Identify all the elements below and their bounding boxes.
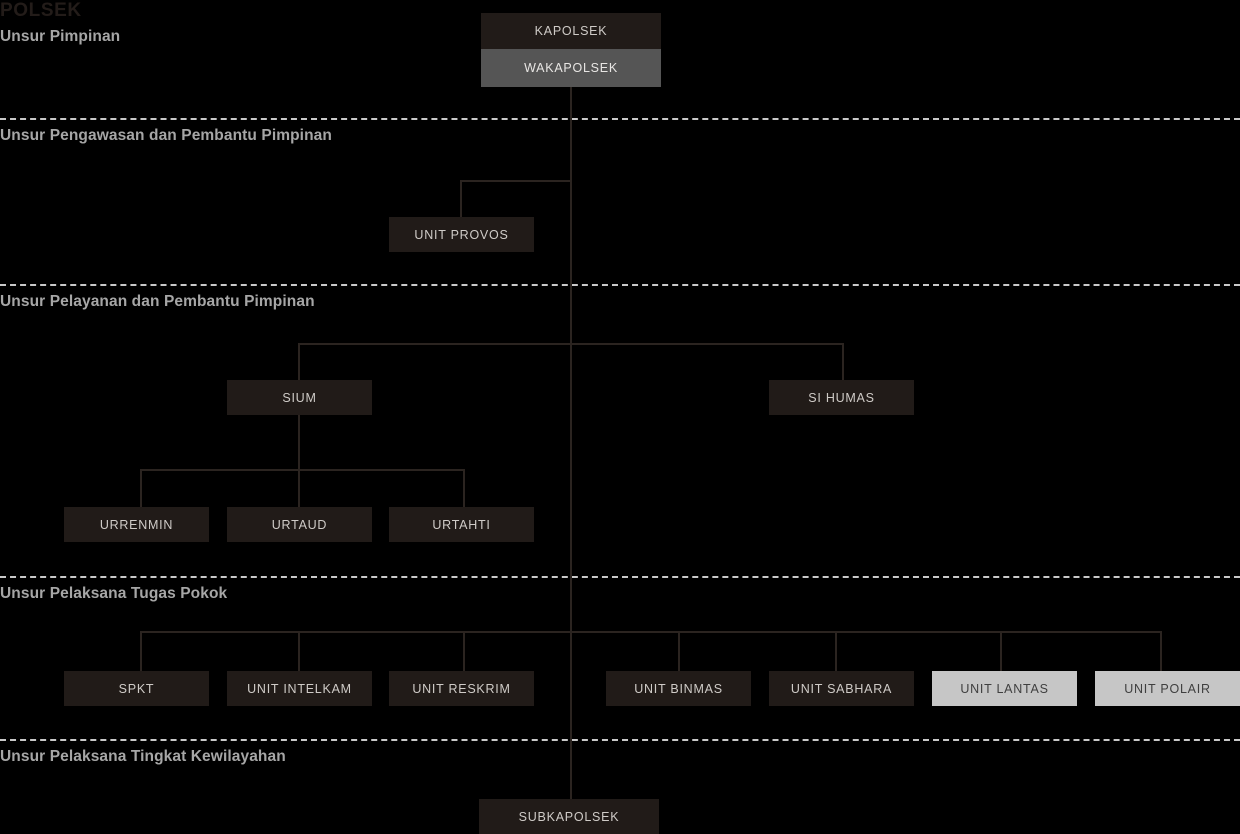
connector-sium-drop (298, 343, 300, 381)
connector-sihumas-drop (842, 343, 844, 381)
connector-provos-vertical (460, 180, 462, 218)
connector-intelkam-drop (298, 631, 300, 671)
node-unit-sabhara[interactable]: UNIT SABHARA (769, 671, 914, 706)
node-urtahti[interactable]: URTAHTI (389, 507, 534, 542)
divider-pengawasan-pelayanan (0, 284, 1240, 286)
section-label-pimpinan: Unsur Pimpinan (0, 28, 121, 45)
connector-reskrim-drop (463, 631, 465, 671)
node-si-humas[interactable]: SI HUMAS (769, 380, 914, 415)
node-wakapolsek[interactable]: WAKAPOLSEK (481, 49, 661, 87)
connector-sabhara-drop (835, 631, 837, 671)
section-label-kewilayahan: Unsur Pelaksana Tingkat Kewilayahan (0, 748, 286, 765)
divider-pelayanan-pelaksana (0, 576, 1240, 578)
section-label-pelaksana: Unsur Pelaksana Tugas Pokok (0, 585, 228, 602)
connector-urusan-bar (140, 469, 465, 471)
connector-spkt-drop (140, 631, 142, 671)
connector-urtahti-drop (463, 469, 465, 507)
divider-pelaksana-kewilayahan (0, 739, 1240, 741)
node-unit-lantas[interactable]: UNIT LANTAS (932, 671, 1077, 706)
connector-urrenmin-drop (140, 469, 142, 507)
node-urrenmin[interactable]: URRENMIN (64, 507, 209, 542)
connector-polair-drop (1160, 631, 1162, 671)
connector-binmas-drop (678, 631, 680, 671)
connector-sium-down (298, 415, 300, 471)
connector-pelaksana-bar (140, 631, 1162, 633)
node-unit-reskrim[interactable]: UNIT RESKRIM (389, 671, 534, 706)
divider-pimpinan-pengawasan (0, 118, 1240, 120)
connector-lantas-drop (1000, 631, 1002, 671)
node-urtaud[interactable]: URTAUD (227, 507, 372, 542)
node-unit-provos[interactable]: UNIT PROVOS (389, 217, 534, 252)
node-unit-intelkam[interactable]: UNIT INTELKAM (227, 671, 372, 706)
node-unit-binmas[interactable]: UNIT BINMAS (606, 671, 751, 706)
node-kapolsek[interactable]: KAPOLSEK (481, 13, 661, 49)
page-title: POLSEK (0, 0, 82, 21)
connector-provos-horizontal (460, 180, 572, 182)
connector-urtaud-drop (298, 469, 300, 507)
node-unit-polair[interactable]: UNIT POLAIR (1095, 671, 1240, 706)
node-subkapolsek[interactable]: SUBKAPOLSEK (479, 799, 659, 834)
connector-pelayanan-bar (298, 343, 844, 345)
node-sium[interactable]: SIUM (227, 380, 372, 415)
section-label-pengawasan: Unsur Pengawasan dan Pembantu Pimpinan (0, 127, 332, 144)
spine-main (570, 87, 572, 800)
node-spkt[interactable]: SPKT (64, 671, 209, 706)
section-label-pelayanan: Unsur Pelayanan dan Pembantu Pimpinan (0, 293, 315, 310)
